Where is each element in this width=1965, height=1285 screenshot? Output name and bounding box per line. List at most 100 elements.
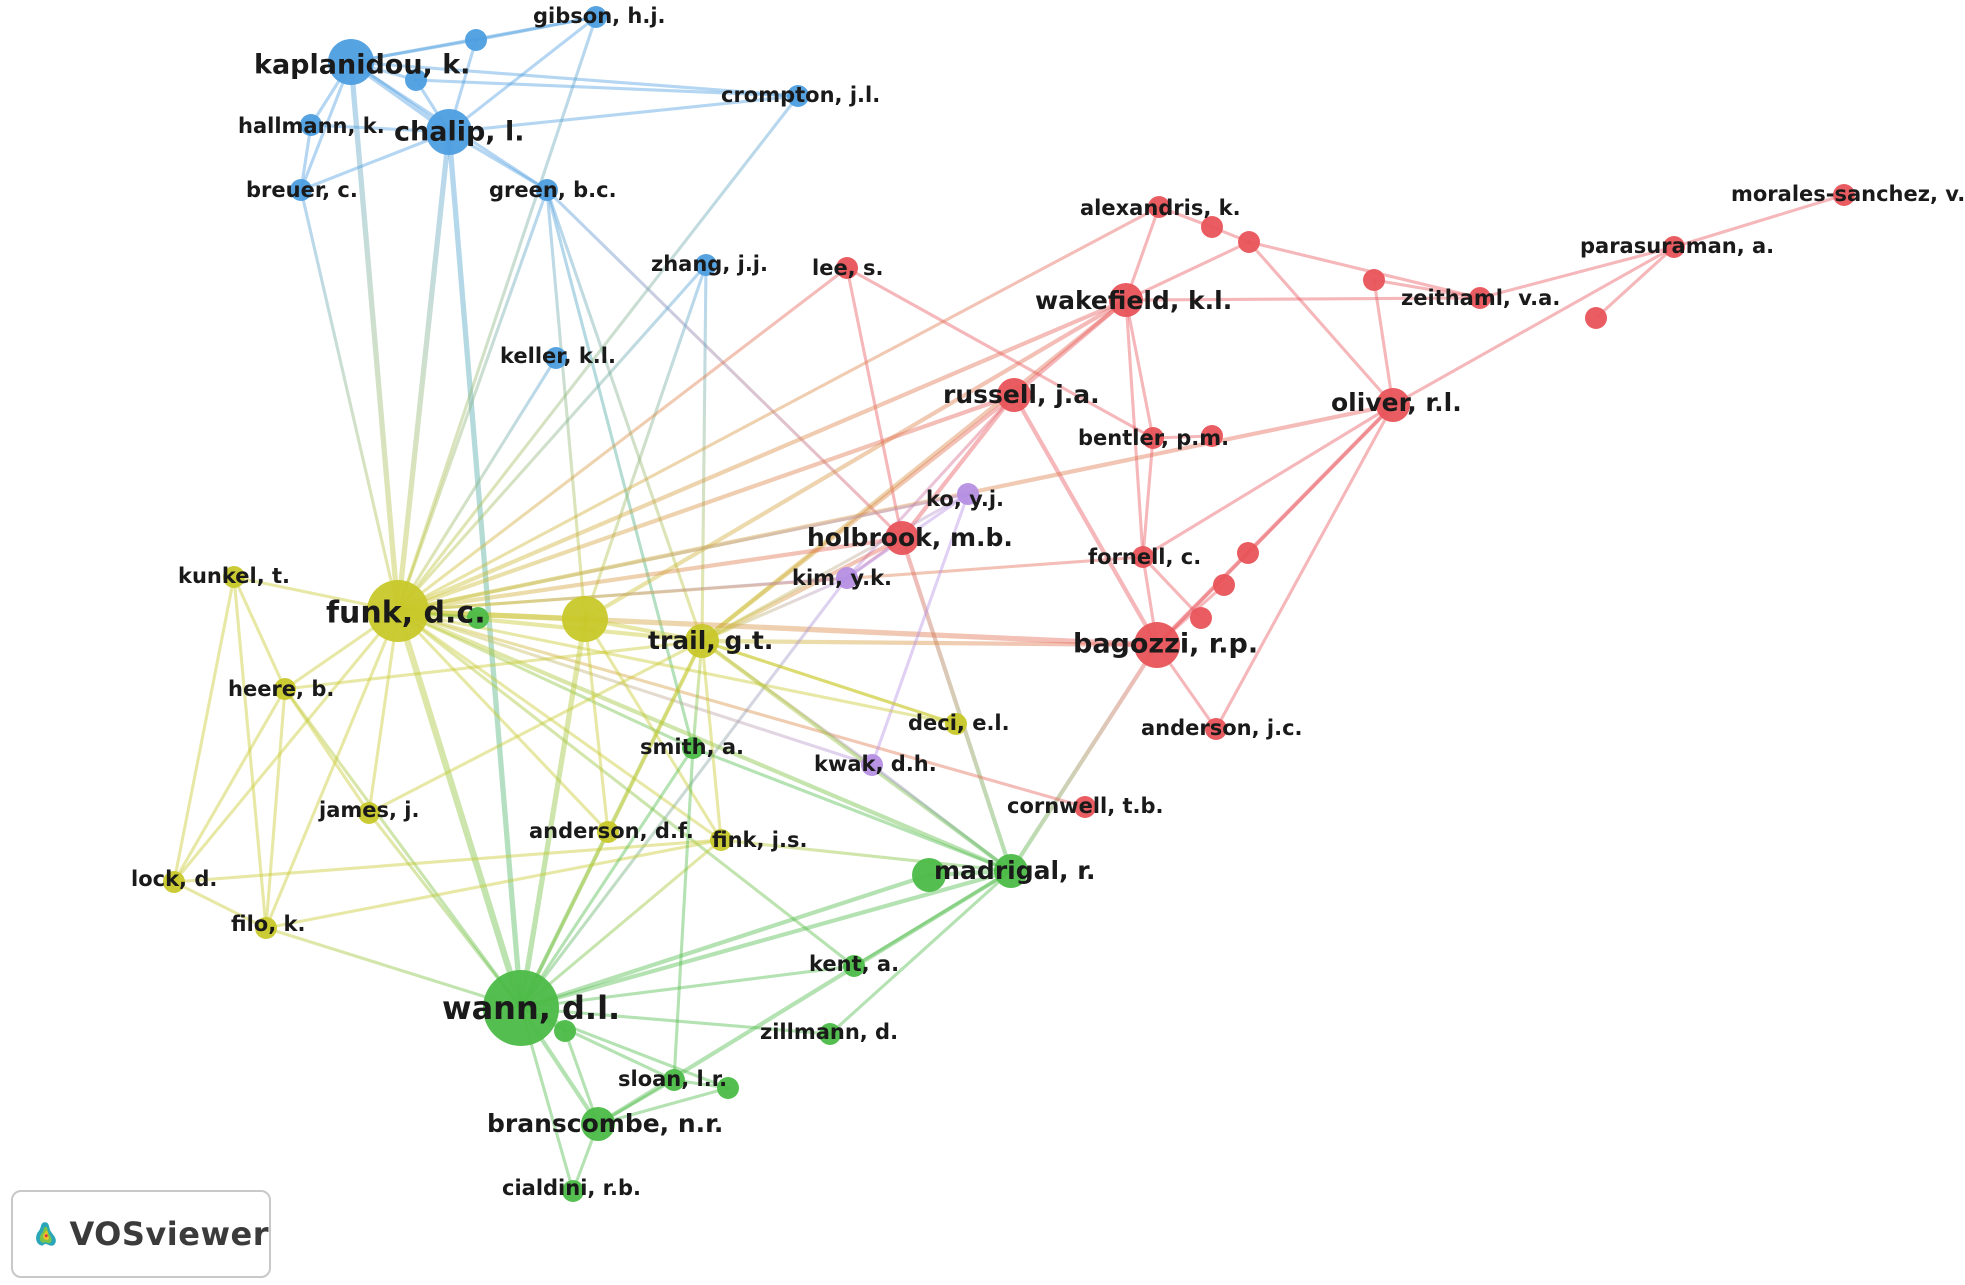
link-smith-sloan — [672, 746, 695, 1082]
link-r2-oliver — [1247, 240, 1395, 407]
link-holbrook-funk — [395, 535, 905, 614]
node-label-smith: smith, a. — [640, 735, 744, 759]
node-hallmann[interactable] — [300, 114, 322, 136]
link-r3-zeithaml — [1372, 278, 1482, 300]
node-r7[interactable] — [1213, 574, 1235, 596]
node-label-andersonjc: anderson, j.c. — [1141, 716, 1303, 740]
link-oliver-fornell — [1141, 403, 1395, 559]
node-bentler[interactable] — [1142, 427, 1164, 449]
node-kunkel[interactable] — [223, 566, 245, 588]
node-filo[interactable] — [255, 917, 277, 939]
node-r4[interactable] — [1585, 307, 1607, 329]
node-chalip[interactable] — [426, 109, 472, 155]
link-y1-wann — [518, 616, 588, 1011]
node-madrigal[interactable] — [994, 854, 1028, 888]
node-kim[interactable] — [836, 567, 858, 589]
node-r1[interactable] — [1201, 216, 1223, 238]
node-fink[interactable] — [710, 829, 732, 851]
node-keller[interactable] — [545, 347, 567, 369]
link-deci-trail — [700, 639, 958, 726]
node-ko[interactable] — [957, 483, 979, 505]
link-wakefield-y1 — [582, 297, 1129, 622]
link-morales-parasuraman — [1672, 193, 1846, 249]
link-madrigal-kent — [852, 869, 1013, 968]
link-chalip-funk — [395, 129, 452, 614]
node-branscombe[interactable] — [581, 1107, 615, 1141]
link-heere-lock — [172, 687, 287, 884]
node-parasuraman[interactable] — [1663, 236, 1685, 258]
node-gibson[interactable] — [585, 6, 607, 28]
link-wann-g1 — [518, 872, 932, 1011]
link-oliver-r6 — [1246, 403, 1395, 555]
link-crompton-funk — [396, 94, 800, 613]
node-g2[interactable] — [554, 1020, 576, 1042]
link-wann-zillmann — [519, 1006, 832, 1036]
node-funk[interactable] — [367, 580, 429, 642]
node-lee[interactable] — [836, 257, 858, 279]
node-oliver[interactable] — [1376, 388, 1410, 422]
link-lee-holbrook — [845, 266, 904, 540]
node-heere[interactable] — [274, 678, 296, 700]
node-zhang[interactable] — [695, 254, 717, 276]
node-kaplanidou[interactable] — [328, 39, 374, 85]
node-label-keller: keller, k.l. — [500, 344, 616, 368]
node-wakefield[interactable] — [1109, 283, 1143, 317]
link-kwak-madrigal — [870, 763, 1013, 873]
node-r5[interactable] — [1201, 425, 1223, 447]
node-label-crompton: crompton, j.l. — [721, 83, 880, 107]
node-label-holbrook: holbrook, m.b. — [807, 523, 1013, 552]
node-sloan[interactable] — [663, 1069, 685, 1091]
node-bagozzi[interactable] — [1134, 622, 1180, 668]
node-label-trail: trail, g.t. — [648, 626, 773, 655]
link-funk-james — [367, 609, 400, 815]
node-label-russell: russell, j.a. — [943, 380, 1100, 409]
link-green-holbrook — [545, 188, 904, 540]
node-james[interactable] — [358, 802, 380, 824]
node-holbrook[interactable] — [885, 521, 919, 555]
node-alexandris[interactable] — [1148, 196, 1170, 218]
node-deci[interactable] — [945, 713, 967, 735]
node-breuer[interactable] — [290, 179, 312, 201]
node-r3[interactable] — [1363, 269, 1385, 291]
node-label-james: james, j. — [318, 798, 419, 822]
link-funk-andersondf — [396, 609, 610, 834]
node-label-wann: wann, d.l. — [442, 989, 620, 1027]
node-fornell[interactable] — [1132, 546, 1154, 568]
link-wakefield-zeithaml — [1124, 296, 1482, 302]
node-zeithaml[interactable] — [1469, 287, 1491, 309]
node-r8[interactable] — [1190, 607, 1212, 629]
node-g3[interactable] — [717, 1077, 739, 1099]
link-keller-funk — [396, 356, 558, 613]
node-g1[interactable] — [912, 858, 946, 892]
node-smith[interactable] — [682, 737, 704, 759]
node-andersondf[interactable] — [597, 821, 619, 843]
node-kent[interactable] — [843, 955, 865, 977]
link-kunkel-lock — [172, 575, 236, 884]
node-lock[interactable] — [163, 871, 185, 893]
node-cornwell[interactable] — [1074, 796, 1096, 818]
node-wann[interactable] — [483, 970, 559, 1046]
link-r3-oliver — [1372, 278, 1395, 407]
node-r6[interactable] — [1237, 542, 1259, 564]
node-green[interactable] — [536, 179, 558, 201]
link-kim-wann — [519, 576, 849, 1010]
node-morales[interactable] — [1833, 184, 1855, 206]
node-zillmann[interactable] — [819, 1023, 841, 1045]
link-r2-zeithaml — [1247, 240, 1482, 300]
node-r2[interactable] — [1238, 231, 1260, 253]
node-y1[interactable] — [562, 596, 608, 642]
node-b1[interactable] — [465, 29, 487, 51]
node-andersonjc[interactable] — [1205, 718, 1227, 740]
node-g4[interactable] — [467, 607, 489, 629]
node-crompton[interactable] — [787, 85, 809, 107]
link-chalip-crompton — [447, 94, 800, 134]
node-b2[interactable] — [405, 69, 427, 91]
node-trail[interactable] — [685, 624, 719, 658]
link-oliver-bagozzi — [1154, 402, 1396, 648]
node-kwak[interactable] — [861, 754, 883, 776]
node-russell[interactable] — [997, 378, 1031, 412]
link-chalip-hallmann — [309, 123, 451, 134]
node-cialdini[interactable] — [562, 1180, 584, 1202]
link-branscombe-g3 — [596, 1086, 730, 1126]
